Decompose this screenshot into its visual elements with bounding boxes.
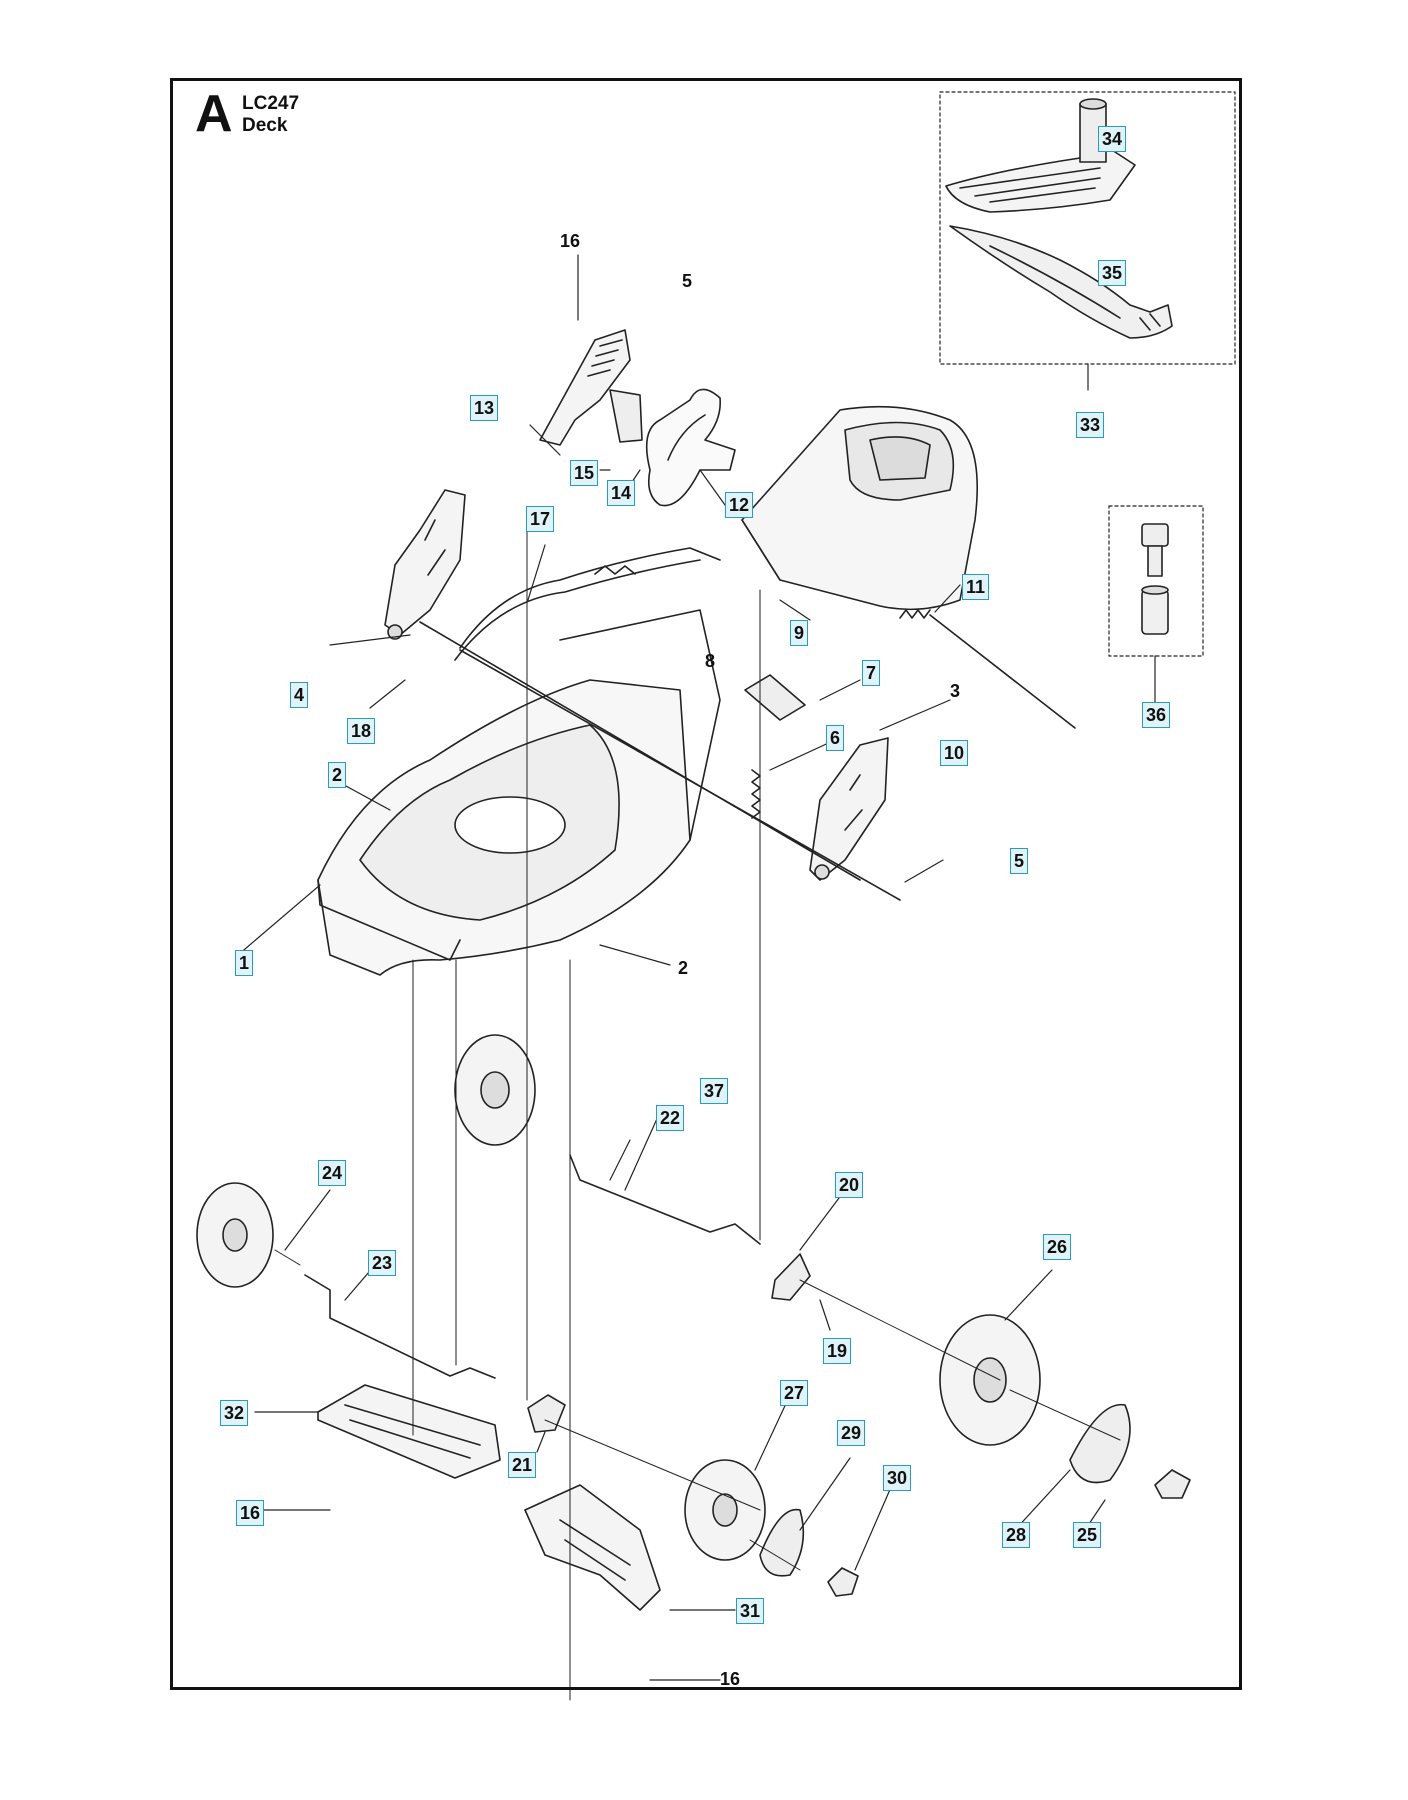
callout-13: 13 (470, 395, 499, 421)
nut-25-part (1154, 1469, 1191, 1499)
callout-15: 15 (570, 460, 599, 486)
callout-7: 7 (862, 660, 881, 686)
callout-9: 9 (790, 620, 809, 646)
callout-10: 10 (940, 740, 969, 766)
nut-30-part (827, 1567, 859, 1597)
height-lever-bracket-part (539, 329, 643, 446)
callout-37: 37 (700, 1078, 729, 1104)
callout-20: 20 (835, 1172, 864, 1198)
axle-22-part (569, 1154, 761, 1245)
callout-31: 31 (736, 1598, 765, 1624)
callout-18: 18 (347, 718, 376, 744)
callout-25: 25 (1073, 1522, 1102, 1548)
axle-23-part (304, 1274, 496, 1379)
callout-6: 6 (826, 725, 845, 751)
callout-35: 35 (1098, 260, 1127, 286)
spring-small-part (899, 609, 931, 619)
mower-deck-part (317, 609, 721, 976)
handle-bar-part (454, 547, 721, 661)
callout-5: 5 (1010, 848, 1029, 874)
height-adjust-axle (419, 621, 861, 881)
front-wheel-right-part (684, 1459, 766, 1561)
hub-cap-28-part (1069, 1403, 1131, 1484)
section-letter: A (195, 85, 233, 143)
callout-2: 2 (328, 762, 347, 788)
callout-26: 26 (1043, 1234, 1072, 1260)
callout-36: 36 (1142, 702, 1171, 728)
handle-grip-part (645, 388, 736, 507)
grass-bag-part (741, 405, 978, 611)
callout-1: 1 (235, 950, 254, 976)
callout-21: 21 (508, 1452, 537, 1478)
callout-16: 16 (236, 1500, 265, 1526)
bolt-kit-inset-box (1108, 505, 1204, 657)
callout-16: 16 (720, 1669, 741, 1689)
axle-bracket-20-part (771, 1253, 811, 1301)
callout-12: 12 (725, 492, 754, 518)
rod-part (929, 614, 1076, 729)
left-height-bracket-part (384, 489, 466, 640)
callout-30: 30 (883, 1465, 912, 1491)
callout-28: 28 (1002, 1522, 1031, 1548)
callout-17: 17 (526, 506, 555, 532)
right-height-bracket-part (809, 737, 889, 881)
blade-bolt-part (1141, 523, 1169, 635)
axle-bracket-21-part (527, 1394, 566, 1433)
callout-27: 27 (780, 1380, 809, 1406)
front-skid-part (317, 1384, 501, 1479)
blade-adapter-part (945, 98, 1136, 213)
assembly-label: Deck (242, 115, 288, 136)
callout-leaders (237, 135, 1156, 1681)
model-label: LC247 (242, 93, 300, 114)
rear-wheel-right-part (939, 1314, 1041, 1446)
callout-11: 11 (962, 574, 990, 600)
hub-cap-29-part (759, 1508, 805, 1577)
callout-23: 23 (368, 1250, 397, 1276)
drawing-frame (170, 78, 1242, 1690)
front-wheel-left-part (196, 1182, 274, 1288)
callout-4: 4 (290, 682, 309, 708)
callout-24: 24 (318, 1160, 347, 1186)
callout-8: 8 (705, 651, 716, 671)
callout-2: 2 (678, 958, 689, 978)
callout-29: 29 (837, 1420, 866, 1446)
callout-5: 5 (682, 271, 693, 291)
explode-lines (274, 509, 1121, 1701)
blade-part (949, 225, 1173, 339)
rear-wheel-left-part (454, 1034, 536, 1146)
callout-14: 14 (607, 480, 636, 506)
rear-flap-part (524, 1484, 661, 1611)
callout-34: 34 (1098, 126, 1127, 152)
callout-3: 3 (950, 681, 961, 701)
callout-16: 16 (560, 231, 581, 251)
spring-part (751, 769, 761, 819)
title-block: LC247 Deck (242, 93, 299, 137)
rear-axle-line (459, 649, 901, 901)
callout-33: 33 (1076, 412, 1105, 438)
callout-22: 22 (656, 1105, 685, 1131)
callout-32: 32 (220, 1400, 249, 1426)
callout-19: 19 (823, 1338, 852, 1364)
